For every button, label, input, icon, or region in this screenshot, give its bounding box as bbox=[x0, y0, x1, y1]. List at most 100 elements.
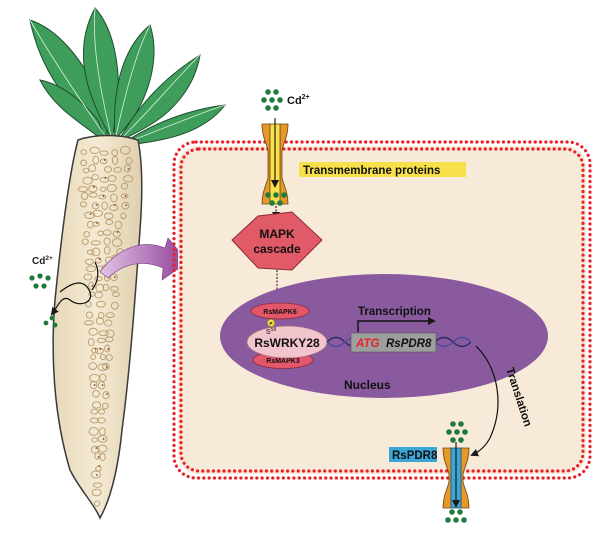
root-cell bbox=[105, 312, 115, 318]
root-cell bbox=[85, 265, 97, 273]
root-cell bbox=[83, 231, 91, 238]
rsmapk6-label: RsMAPK6 bbox=[263, 309, 297, 316]
root-cell-dot bbox=[95, 447, 98, 449]
root-cell bbox=[90, 408, 99, 415]
root-cell bbox=[103, 246, 111, 255]
root-cell bbox=[102, 402, 109, 410]
root-cell bbox=[120, 145, 131, 155]
root-cell bbox=[102, 363, 110, 370]
root-cell bbox=[105, 354, 113, 361]
root-cell bbox=[102, 283, 109, 292]
root-cell bbox=[95, 257, 102, 264]
root-cell bbox=[103, 212, 114, 220]
radish-root bbox=[52, 134, 143, 520]
root-cell bbox=[111, 156, 119, 165]
root-cell bbox=[91, 488, 102, 497]
root-cell bbox=[97, 434, 108, 443]
root-cell bbox=[91, 437, 98, 443]
root-cell bbox=[105, 219, 114, 225]
root-cell bbox=[85, 258, 94, 265]
root-cell bbox=[114, 220, 123, 230]
root-cell bbox=[109, 286, 119, 292]
root-cell bbox=[95, 317, 104, 325]
radish-cd-dots bbox=[29, 273, 58, 328]
root-cell-dot bbox=[107, 348, 110, 350]
transmembrane-label: Transmembrane proteins bbox=[303, 165, 440, 177]
root-cell bbox=[104, 319, 113, 327]
rspdr8-gene: ATG RsPDR8 bbox=[350, 332, 437, 353]
root-cell bbox=[92, 389, 100, 398]
root-cell bbox=[88, 185, 98, 193]
root-cell bbox=[99, 186, 107, 192]
root-cell bbox=[99, 158, 108, 164]
root-cell bbox=[110, 301, 119, 310]
root-cell bbox=[83, 273, 93, 281]
root-cell bbox=[110, 193, 118, 203]
root-cell bbox=[91, 247, 101, 257]
root-cell bbox=[91, 202, 100, 210]
root-cell bbox=[84, 320, 94, 326]
root-cell-dot bbox=[103, 159, 106, 161]
root-cell bbox=[123, 164, 132, 173]
atg-label: ATG bbox=[355, 338, 379, 350]
rspdr8-label-box: RsPDR8 bbox=[389, 447, 438, 462]
root-cell-dot bbox=[125, 204, 128, 206]
root-cell bbox=[99, 354, 107, 361]
root-cell-dot bbox=[114, 276, 116, 278]
root-cell bbox=[90, 354, 97, 360]
root-cell bbox=[101, 201, 108, 210]
rswrky28-label: RsWRKY28 bbox=[254, 336, 320, 350]
root-cell-dot bbox=[96, 474, 98, 476]
root-cell bbox=[88, 327, 98, 336]
root-cell-dot bbox=[127, 168, 130, 170]
root-cell bbox=[79, 201, 87, 208]
root-cell-dot bbox=[113, 204, 116, 206]
root-cell bbox=[92, 209, 104, 217]
root-cell bbox=[97, 381, 106, 390]
root-cell bbox=[88, 192, 98, 198]
membrane-outer bbox=[172, 140, 592, 480]
cd-ion-cluster-inside bbox=[265, 192, 287, 206]
root-cell bbox=[77, 186, 89, 193]
root-cell bbox=[104, 344, 111, 353]
root-cell-dot bbox=[104, 177, 107, 179]
root-cell-dot bbox=[89, 213, 92, 215]
root-cell-dot bbox=[124, 195, 127, 197]
root-cell bbox=[93, 500, 101, 507]
root-cell bbox=[80, 191, 89, 200]
root-cell-dot bbox=[102, 438, 105, 440]
root-cell-dot bbox=[101, 384, 104, 386]
root-cell bbox=[111, 238, 123, 247]
root-cell bbox=[120, 212, 127, 220]
root-cell bbox=[88, 164, 97, 173]
root-cell bbox=[92, 221, 100, 227]
root-cell bbox=[91, 347, 99, 354]
root-cell bbox=[92, 155, 100, 165]
cd-ion-cluster-export-in bbox=[446, 421, 468, 443]
nucleus-label: Nucleus bbox=[344, 378, 391, 392]
cd-ion-cluster-top bbox=[261, 89, 283, 111]
cd-ion-cluster-export-out bbox=[445, 509, 467, 523]
root-cell bbox=[111, 149, 119, 157]
root-cell bbox=[89, 380, 98, 390]
root-cell bbox=[89, 417, 100, 424]
root-cell-dot bbox=[93, 384, 96, 386]
root-cell bbox=[90, 240, 101, 246]
root-cell bbox=[88, 362, 98, 370]
root-cell bbox=[102, 391, 110, 400]
root-cell bbox=[87, 338, 95, 347]
root-cell bbox=[91, 173, 99, 181]
root-cell bbox=[107, 175, 117, 182]
root-cell bbox=[89, 146, 100, 154]
root-cell bbox=[125, 157, 133, 165]
root-cell bbox=[88, 427, 99, 436]
root-cell-dot bbox=[98, 465, 101, 467]
radish-cd-pathway bbox=[50, 282, 92, 316]
root-cell bbox=[94, 291, 103, 299]
root-cell bbox=[94, 275, 103, 282]
root-cell bbox=[98, 194, 107, 200]
root-cell bbox=[91, 401, 102, 409]
phospho-label: P bbox=[269, 321, 272, 326]
root-cell bbox=[99, 453, 106, 462]
